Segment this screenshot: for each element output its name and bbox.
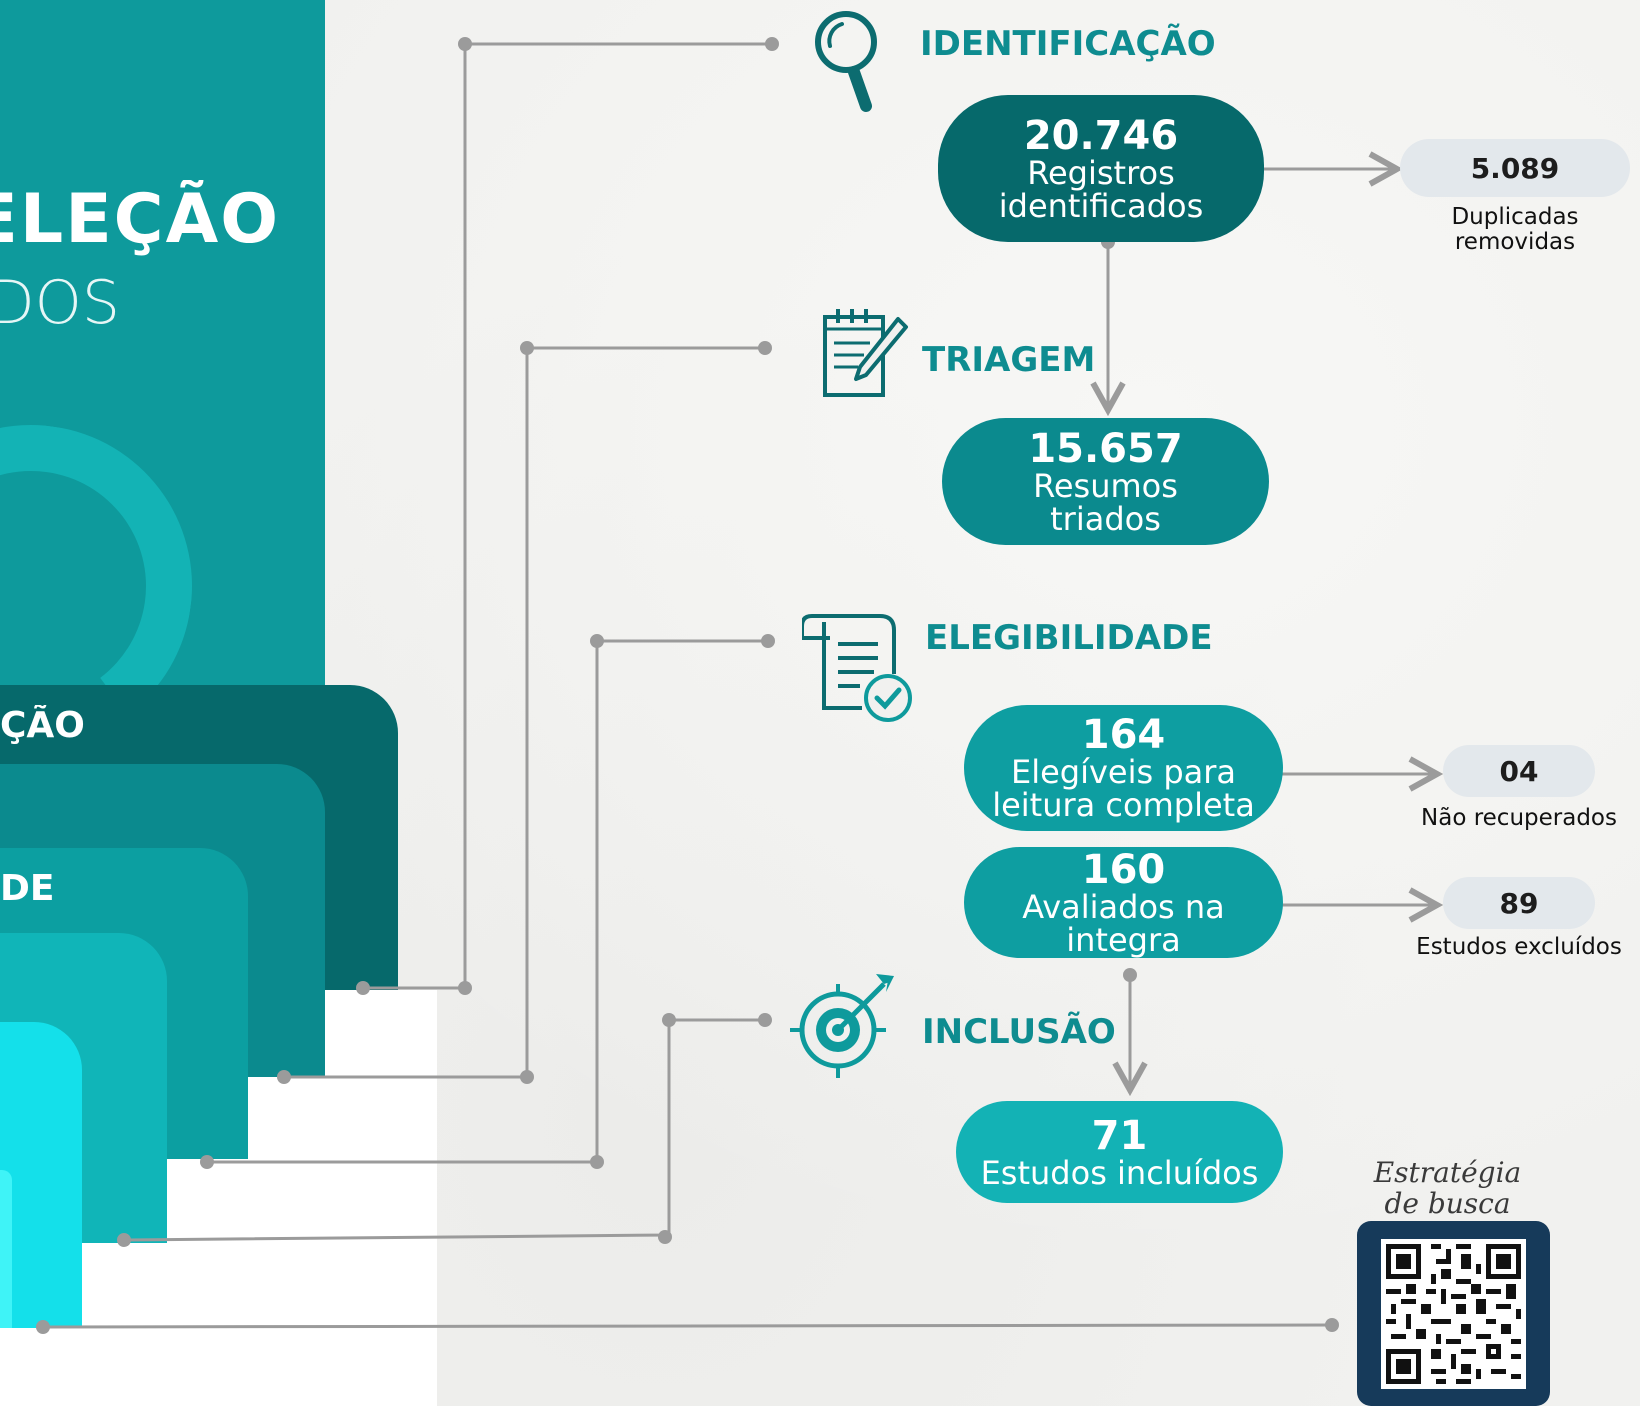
step-label-identificacao: ÇÃO (0, 705, 85, 746)
pill-estudos-incluidos: 71 Estudos incluídos (956, 1101, 1283, 1203)
stage-title-inclusao: INCLUSÃO (922, 1012, 1116, 1052)
pill-label: Estudos incluídos (980, 1153, 1259, 1192)
pill-number: 71 (1091, 1112, 1148, 1159)
pill-number: 20.746 (1023, 112, 1179, 159)
caption-duplicadas: Duplicadas removidas (1400, 205, 1630, 255)
stage-title-elegibilidade: ELEGIBILIDADE (925, 618, 1213, 658)
qr-caption-line: de busca (1384, 1187, 1511, 1220)
notepad-pencil-icon (823, 309, 908, 397)
left-title-line2: DOS (0, 268, 120, 338)
pill-registros-identificados: 20.746 Registros identificados (938, 95, 1264, 242)
pill-label: triados (1050, 499, 1161, 538)
step-edge (0, 1170, 12, 1328)
target-arrow-icon (790, 974, 894, 1078)
step-white-band (325, 990, 437, 1077)
qr-caption-line: Estratégia (1373, 1156, 1522, 1189)
pill-elegiveis: 164 Elegíveis para leitura completa (964, 705, 1283, 831)
qr-code-icon[interactable] (1381, 1239, 1526, 1389)
pill-resumos-triados: 15.657 Resumos triados (942, 418, 1269, 545)
magnifier-icon (815, 11, 877, 112)
qr-code-frame[interactable] (1357, 1221, 1550, 1406)
qr-code-pattern (1386, 1244, 1521, 1384)
step-white-band-4 (82, 1243, 437, 1328)
step-final (0, 1022, 82, 1328)
step-label-elegibilidade: DE (0, 868, 55, 909)
caption-estudos-excluidos: Estudos excluídos (1416, 934, 1622, 960)
pill-label: Avaliados na (1022, 887, 1225, 926)
pill-label: Registros (1027, 153, 1175, 192)
pill-number: 164 (1081, 712, 1166, 758)
step-white-band-2 (248, 1077, 437, 1159)
step-white-band-5 (0, 1328, 437, 1406)
stage-title-identificacao: IDENTIFICAÇÃO (920, 24, 1216, 64)
pill-label: integra (1066, 920, 1181, 959)
pill-label: identificados (998, 186, 1204, 225)
side-pill-nao-recuperados: 04 (1443, 745, 1595, 797)
side-pill-duplicadas: 5.089 (1400, 139, 1630, 197)
side-pill-estudos-excluidos: 89 (1443, 877, 1595, 929)
qr-caption: Estratégia de busca (1345, 1157, 1550, 1219)
pill-number: 160 (1081, 846, 1166, 893)
pill-avaliados: 160 Avaliados na integra (964, 847, 1283, 958)
caption-nao-recuperados: Não recuperados (1421, 805, 1617, 831)
step-white-band-3 (167, 1159, 437, 1243)
pill-number: 15.657 (1028, 425, 1183, 472)
checklist-document-icon (802, 614, 912, 722)
caption-line: removidas (1454, 229, 1576, 255)
pill-label: leitura completa (992, 786, 1255, 824)
left-title-line1: SELEÇÃO (0, 180, 280, 259)
pill-label: Resumos (1033, 466, 1178, 505)
stage-title-triagem: TRIAGEM (922, 340, 1096, 380)
caption-line: Duplicadas (1451, 204, 1579, 230)
pill-label: Elegíveis para (1010, 753, 1237, 791)
